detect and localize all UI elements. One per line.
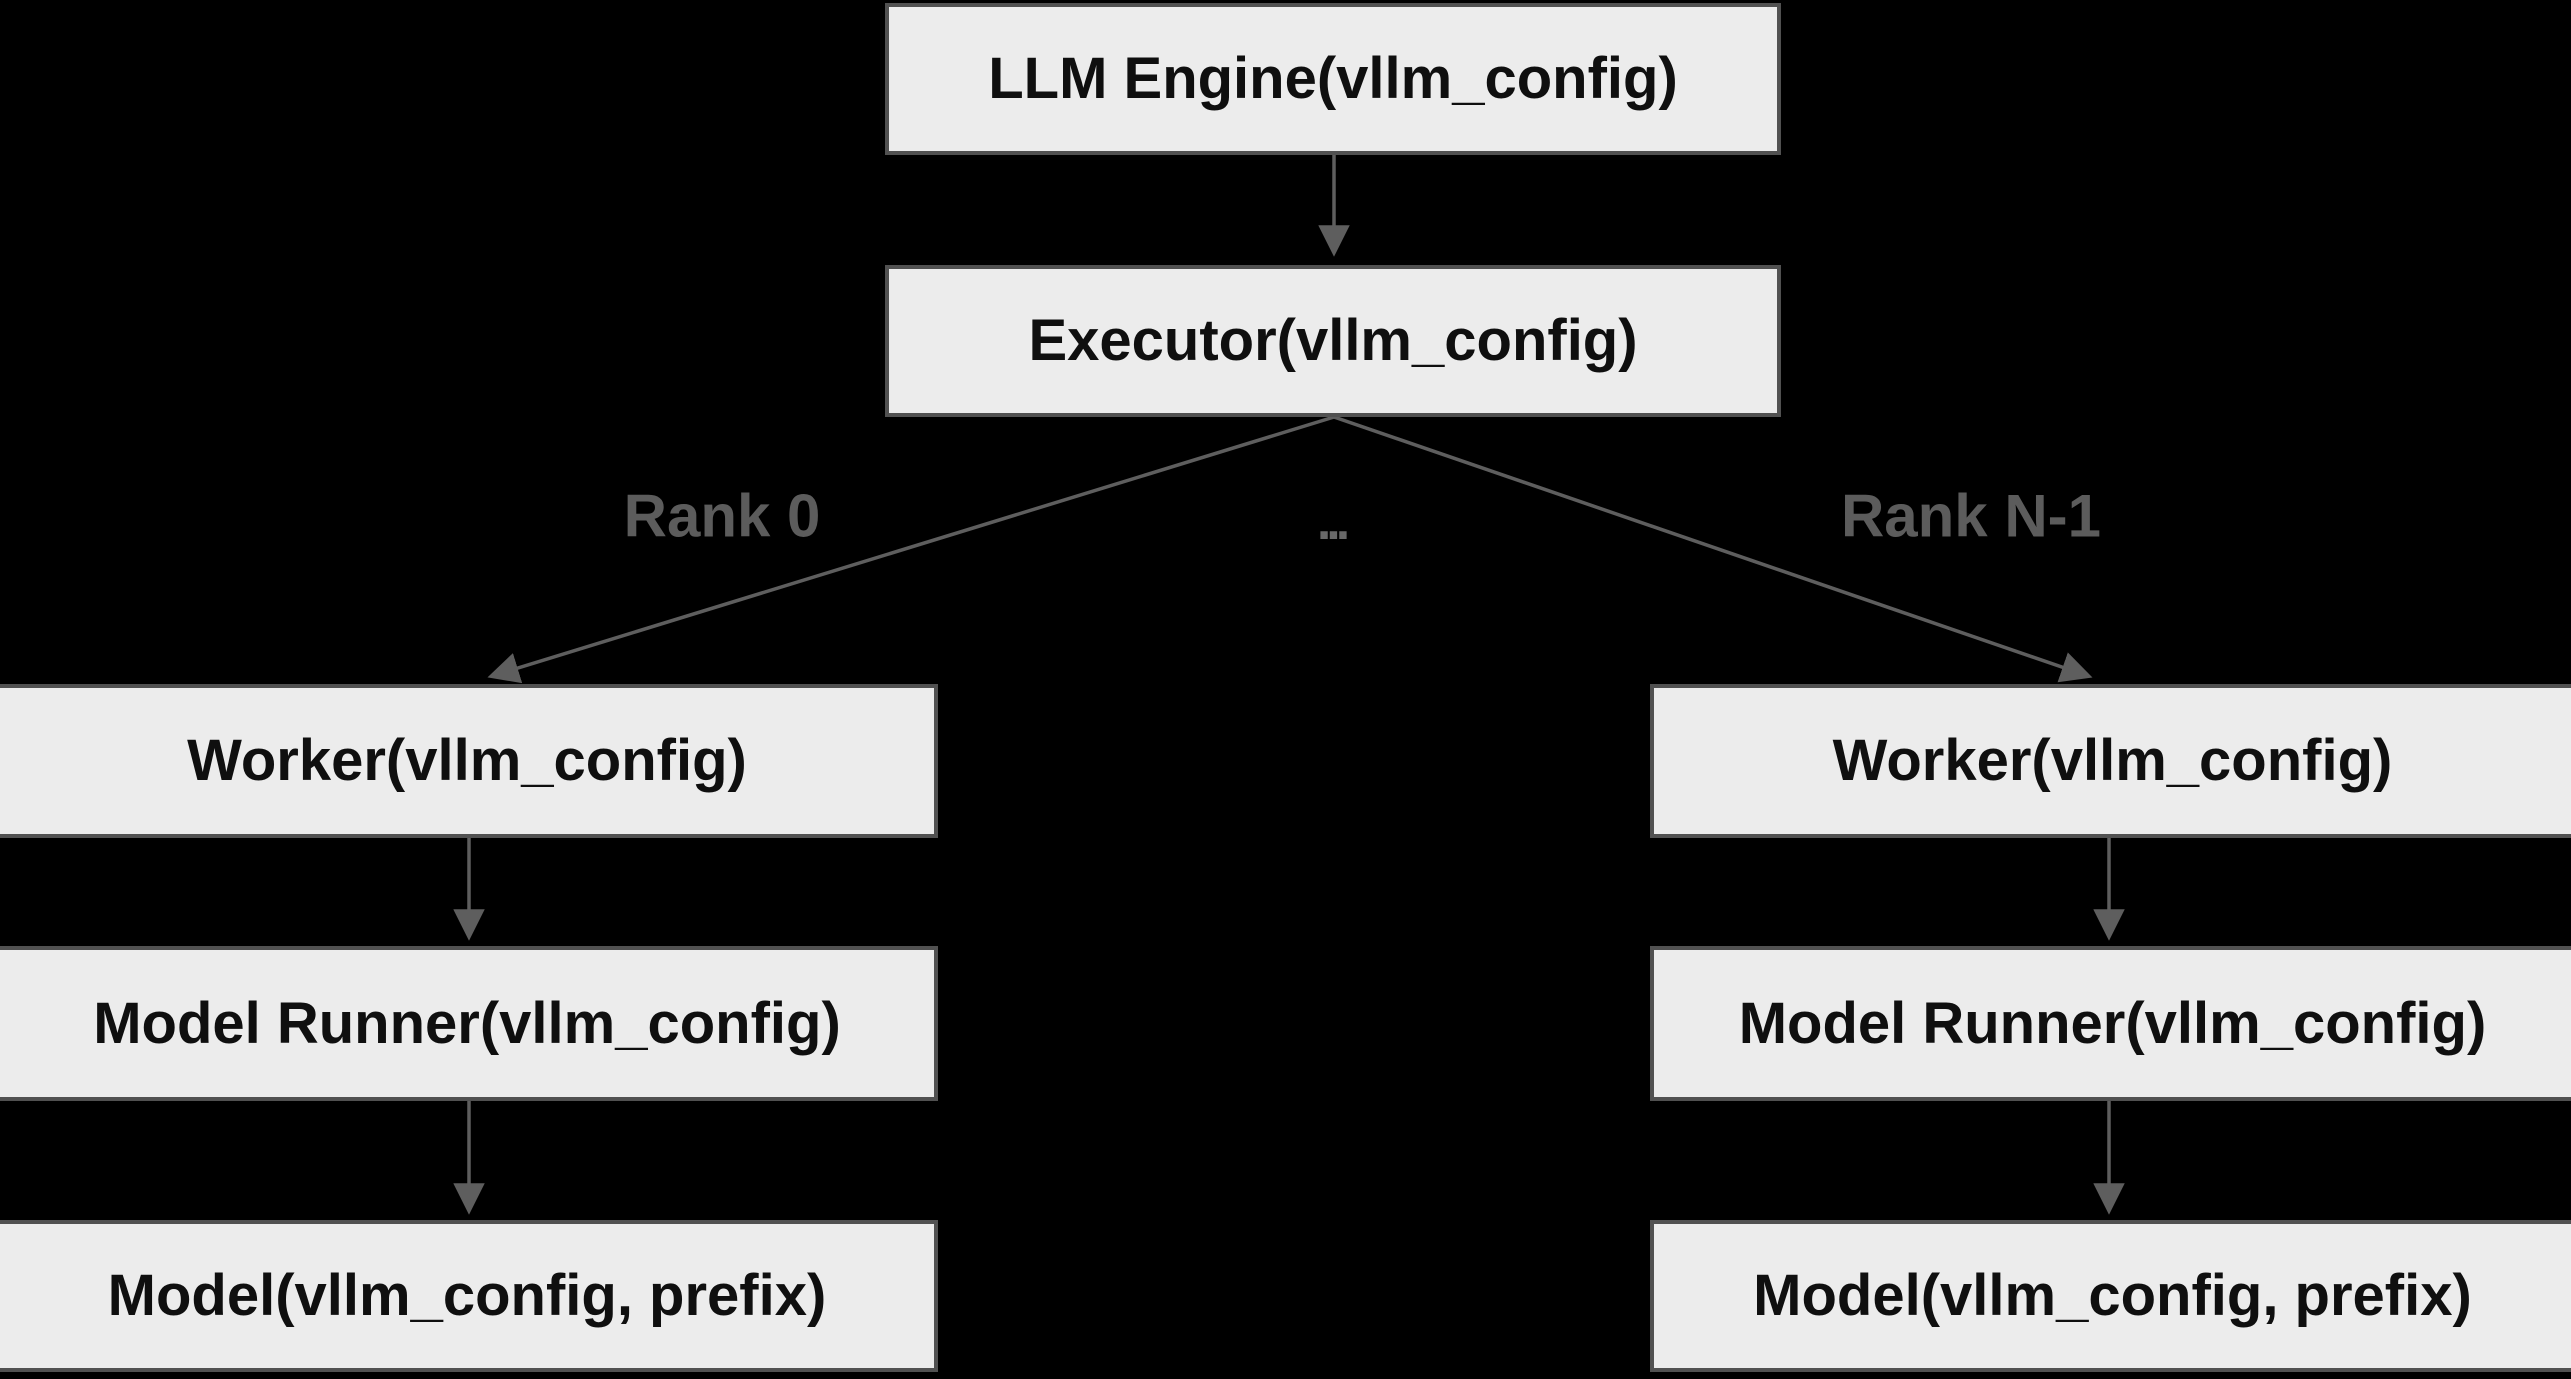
edge-label-ellipsis: ... <box>1316 493 1350 551</box>
node-llm-engine: LLM Engine(vllm_config) <box>885 3 1781 155</box>
edge-label-rank-n-1: Rank N-1 <box>1840 482 2102 550</box>
edge-executor-worker-right <box>1333 415 2093 683</box>
node-executor: Executor(vllm_config) <box>885 265 1781 417</box>
node-model-runner-left: Model Runner(vllm_config) <box>0 946 938 1101</box>
node-model-left-label: Model(vllm_config, prefix) <box>107 1263 827 1329</box>
node-worker-right-label: Worker(vllm_config) <box>1832 728 2393 794</box>
edge-executor-worker-left <box>487 415 1335 684</box>
node-worker-left: Worker(vllm_config) <box>0 684 938 838</box>
node-model-runner-left-label: Model Runner(vllm_config) <box>93 990 841 1056</box>
node-model-runner-right: Model Runner(vllm_config) <box>1650 946 2571 1101</box>
node-model-right: Model(vllm_config, prefix) <box>1650 1220 2571 1372</box>
node-model-runner-right-label: Model Runner(vllm_config) <box>1738 990 2487 1056</box>
node-llm-engine-label: LLM Engine(vllm_config) <box>988 46 1678 112</box>
node-model-right-label: Model(vllm_config, prefix) <box>1753 1263 2472 1329</box>
edge-label-rank-0: Rank 0 <box>623 482 821 550</box>
node-worker-left-label: Worker(vllm_config) <box>187 728 747 794</box>
node-executor-label: Executor(vllm_config) <box>1028 308 1638 374</box>
node-model-left: Model(vllm_config, prefix) <box>0 1220 938 1372</box>
node-worker-right: Worker(vllm_config) <box>1650 684 2571 838</box>
